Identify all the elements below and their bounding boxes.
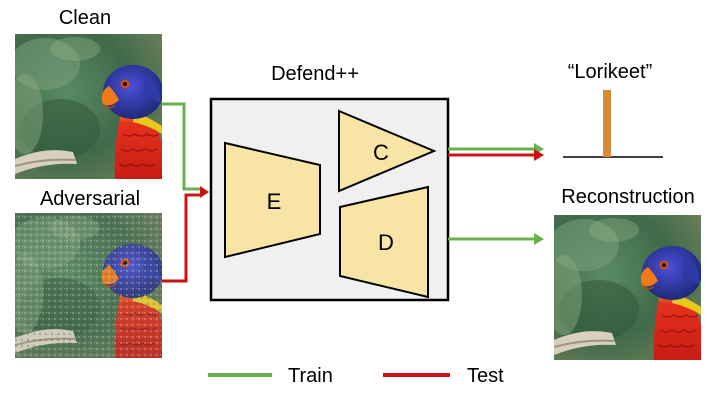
prediction-label: “Lorikeet”	[568, 61, 652, 83]
encoder-label: E	[267, 189, 282, 214]
model-title: Defend++	[271, 63, 359, 85]
prediction-bar	[603, 90, 611, 157]
adversarial-test-arrow	[162, 193, 200, 283]
legend-test-label: Test	[467, 365, 504, 387]
encoder-block	[224, 141, 321, 259]
legend-train-label: Train	[288, 365, 333, 387]
input-arrowhead	[200, 186, 209, 198]
reconstruction-image	[554, 215, 701, 360]
classifier-block	[338, 109, 437, 193]
classifier-test-arrowhead	[534, 149, 544, 161]
clean-label: Clean	[59, 7, 111, 29]
clean-image	[15, 34, 162, 179]
classifier-label: C	[373, 140, 389, 165]
decoder-block	[339, 185, 429, 299]
clean-train-arrow	[162, 102, 200, 191]
adversarial-label: Adversarial	[40, 188, 140, 210]
legend: Train Test	[208, 365, 504, 387]
decoder-label: D	[378, 230, 394, 255]
reconstruction-label: Reconstruction	[561, 186, 694, 208]
reconstruction-train-arrowhead	[534, 233, 544, 245]
adversarial-image	[15, 213, 162, 358]
